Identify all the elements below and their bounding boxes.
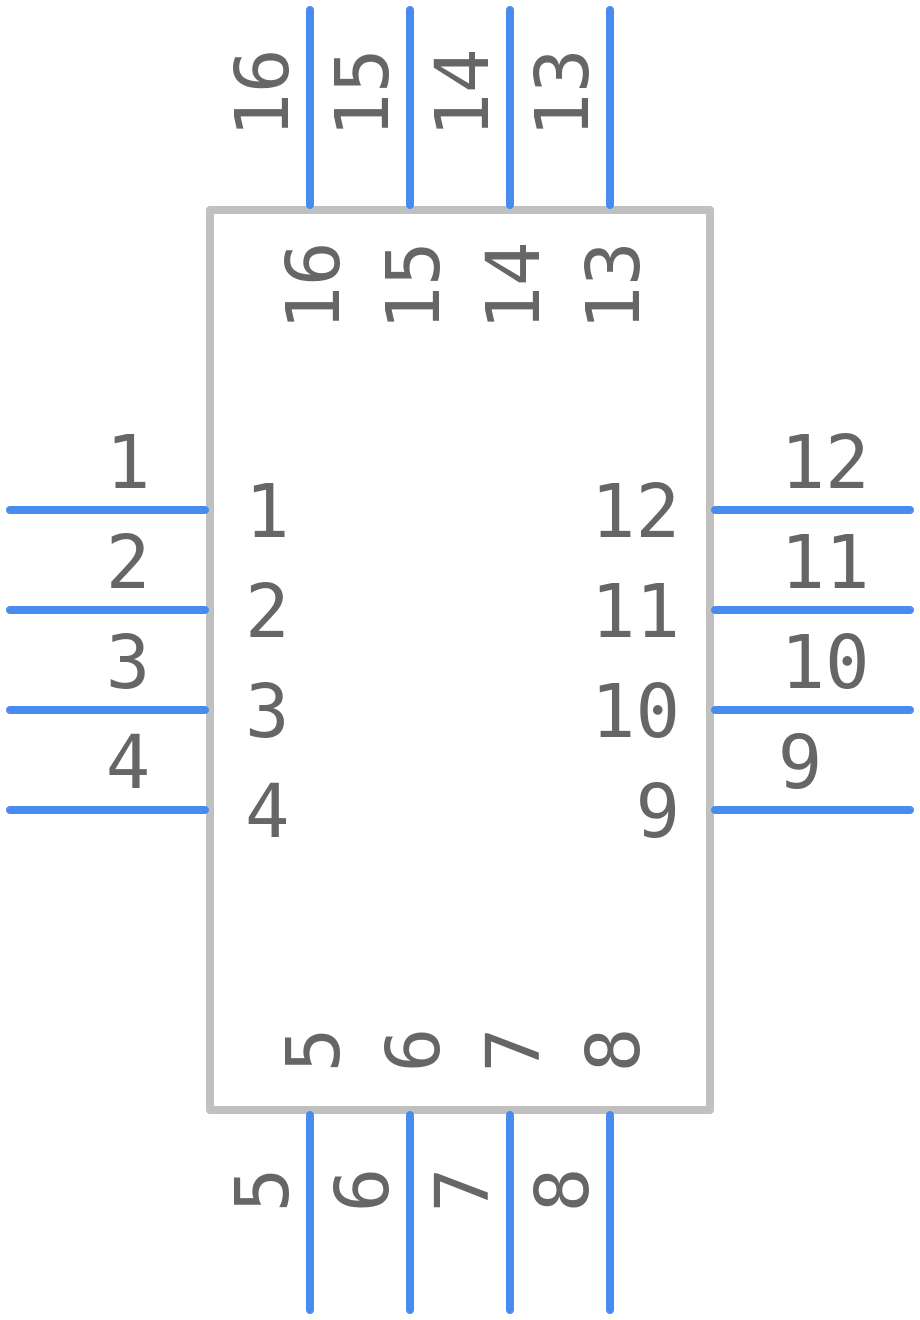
pin-6-outer-label: 6 (320, 1168, 406, 1213)
pin-16-inner-label: 16 (271, 241, 357, 330)
pin-8-inner-label: 8 (571, 1028, 657, 1073)
pin-2-inner-label: 2 (245, 569, 290, 655)
pin-14-inner-label: 14 (471, 241, 557, 330)
pin-1-outer-label: 1 (106, 420, 151, 506)
pin-16-outer-label: 16 (220, 48, 306, 137)
pin-10-inner-label: 10 (591, 669, 680, 755)
pin-6-inner-label: 6 (371, 1028, 457, 1073)
pin-5-inner-label: 5 (271, 1028, 357, 1073)
pin-15-outer-label: 15 (320, 48, 406, 137)
pin-14-outer-label: 14 (420, 48, 506, 137)
pin-3-outer-label: 3 (106, 620, 151, 706)
pin-12-outer-label: 12 (780, 420, 869, 506)
pin-12-inner-label: 12 (591, 469, 680, 555)
pin-13-outer-label: 13 (520, 48, 606, 137)
pin-8-outer-label: 8 (520, 1168, 606, 1213)
pin-7-outer-label: 7 (420, 1168, 506, 1213)
pin-15-inner-label: 15 (371, 241, 457, 330)
pin-1-inner-label: 1 (245, 469, 290, 555)
pin-9-outer-label: 9 (778, 720, 823, 806)
pin-9-inner-label: 9 (635, 769, 680, 855)
pin-10-outer-label: 10 (780, 620, 869, 706)
pin-5-outer-label: 5 (220, 1168, 306, 1213)
component-body (206, 206, 714, 1114)
pin-2-outer-label: 2 (106, 520, 151, 606)
pin-4-inner-label: 4 (245, 769, 290, 855)
pin-11-inner-label: 11 (591, 569, 680, 655)
pin-13-inner-label: 13 (571, 241, 657, 330)
pin-3-inner-label: 3 (245, 669, 290, 755)
pin-11-outer-label: 11 (780, 520, 869, 606)
pin-7-inner-label: 7 (471, 1028, 557, 1073)
pin-4-outer-label: 4 (106, 720, 151, 806)
